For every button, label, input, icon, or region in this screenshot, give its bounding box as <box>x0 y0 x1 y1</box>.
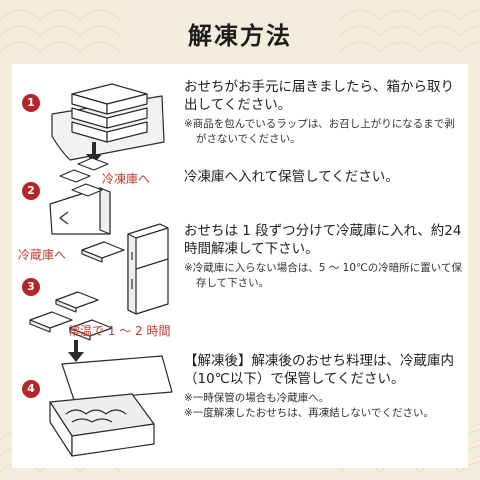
step-1-text: おせちがお手元に届きましたら、箱から取り出してください。 ※商品を包んでいるラッ… <box>184 78 462 147</box>
down-arrow-icon-2 <box>68 340 84 362</box>
refrigerator-icon <box>127 223 169 315</box>
illustration-column <box>29 83 173 457</box>
step-3-text: おせちは 1 段ずつ分けて冷蔵庫に入れ、約24 時間解凍して下さい。 ※冷蔵庫に… <box>184 222 462 291</box>
label-to-fridge: 冷蔵庫へ <box>18 248 67 262</box>
step-3-note: ※冷蔵庫に入らない場合は、5 ～ 10℃の冷暗所に置いて保存して下さい。 <box>184 262 462 289</box>
open-osechi-box <box>49 355 173 457</box>
step-3-main: おせちは 1 段ずつ分けて冷蔵庫に入れ、約24 時間解凍して下さい。 <box>184 223 462 257</box>
step-4-note-1: ※一時保管の場合も冷蔵庫へ。 <box>184 392 330 404</box>
title-bar: 解凍方法 <box>0 0 480 66</box>
step-number-4: 4 <box>22 380 40 398</box>
label-to-freezer: 冷凍庫へ <box>102 172 151 186</box>
stacked-boxes <box>71 83 148 143</box>
step-4-note-2: ※一度解凍したおせちは、再凍結しないでください。 <box>184 407 434 419</box>
box-pieces <box>59 157 109 197</box>
step-number-2: 2 <box>22 182 40 200</box>
step-2-main: 冷凍庫へ入れて保管してください。 <box>184 169 399 185</box>
separated-trays <box>29 241 125 341</box>
step-number-1: 1 <box>22 94 40 112</box>
step-2-text: 冷凍庫へ入れて保管してください。 <box>184 168 462 186</box>
step-1-note: ※商品を包んでいるラップは、お召し上がりになるまで剥がさないでください。 <box>184 118 455 145</box>
step-number-3: 3 <box>22 278 40 296</box>
step-4-main: 【解凍後】解凍後のおせち料理は、冷蔵庫内（10℃以下）で保管してください。 <box>184 353 454 387</box>
instruction-card: 1 2 3 4 冷凍庫へ 冷蔵庫へ 常温で 1 ～ 2 時間 おせちがお手元に届… <box>12 64 468 468</box>
label-room-temp: 常温で 1 ～ 2 時間 <box>68 324 171 338</box>
freezer-box <box>49 187 111 235</box>
step-1-main: おせちがお手元に届きましたら、箱から取り出してください。 <box>184 79 454 113</box>
page-title: 解凍方法 <box>174 13 306 53</box>
step-4-text: 【解凍後】解凍後のおせち料理は、冷蔵庫内（10℃以下）で保管してください。 ※一… <box>184 352 462 421</box>
